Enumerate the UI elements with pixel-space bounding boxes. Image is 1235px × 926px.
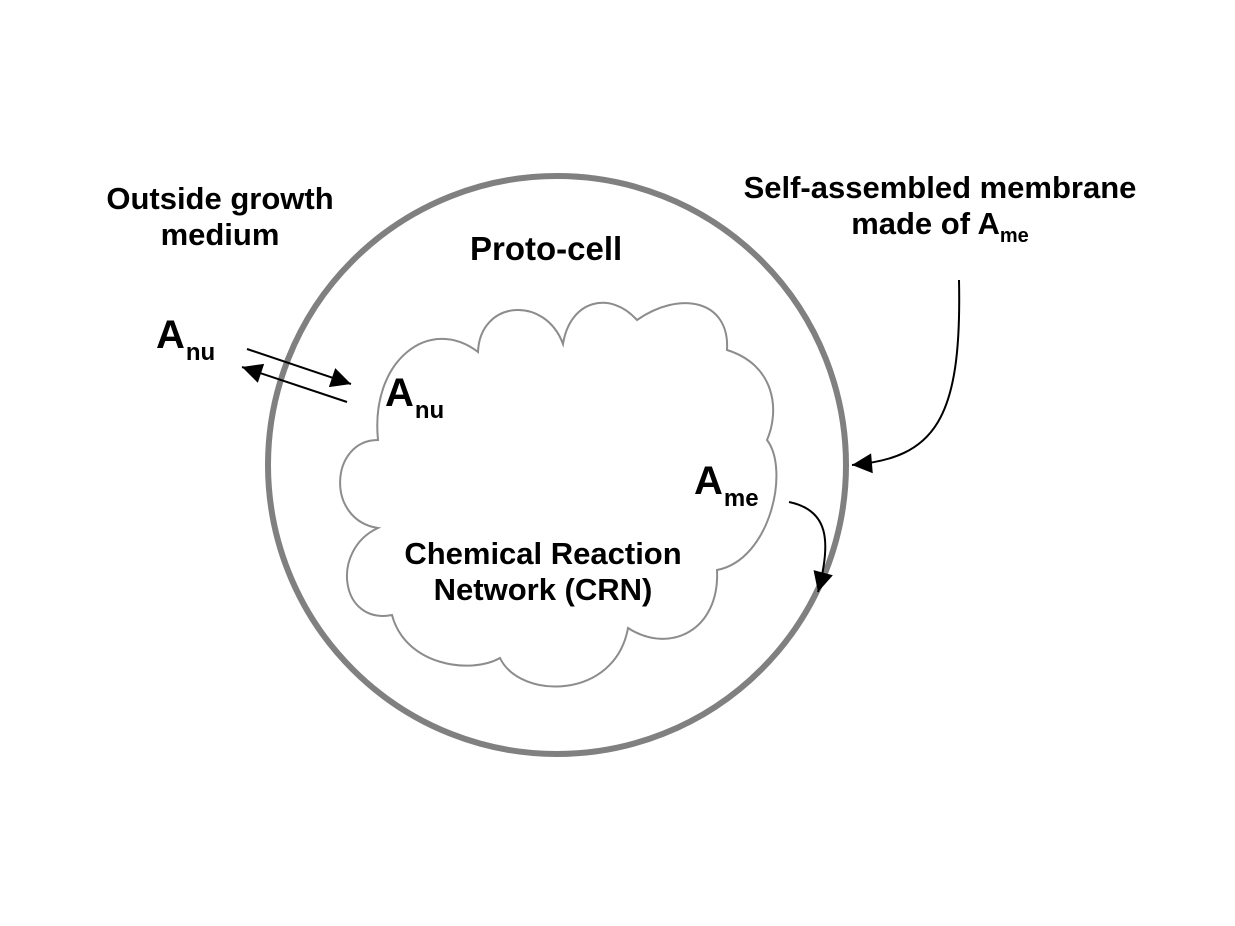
membrane-label-line1: Self-assembled membrane <box>743 170 1137 205</box>
outside-medium-line1: Outside growth <box>106 181 334 216</box>
nutrient-out-arrow <box>241 363 348 403</box>
ame-to-membrane-arrow <box>788 501 833 593</box>
membrane-label: Self-assembled membrane made of Ame <box>720 170 1160 247</box>
nutrient-inside-main: A <box>385 371 414 415</box>
membrane-label-prefix: made of A <box>851 205 1000 241</box>
nutrient-outside-symbol: Anu <box>156 312 215 366</box>
crn-label: Chemical Reaction Network (CRN) <box>380 536 706 607</box>
nutrient-outside-subscript: nu <box>185 339 216 366</box>
membrane-pointer-arrow <box>851 279 961 474</box>
outside-medium-label: Outside growth medium <box>92 181 348 252</box>
membrane-label-line2: made of Ame <box>720 205 1160 247</box>
nutrient-inside-subscript: nu <box>414 397 445 424</box>
nutrient-in-arrow <box>246 348 352 388</box>
nutrient-inside-symbol: Anu <box>385 370 444 424</box>
crn-cloud <box>339 301 778 688</box>
membrane-molecule-subscript: me <box>723 485 759 512</box>
membrane-molecule-main: A <box>694 459 723 503</box>
outside-medium-line2: medium <box>160 216 280 252</box>
nutrient-outside-main: A <box>156 313 185 357</box>
membrane-molecule-symbol: Ame <box>694 458 759 512</box>
crn-label-line1: Chemical Reaction <box>404 536 682 571</box>
membrane-label-subscript: me <box>999 224 1029 247</box>
membrane-circle <box>265 173 849 757</box>
crn-label-line2: Network (CRN) <box>433 571 653 607</box>
protocell-label: Proto-cell <box>470 230 623 267</box>
